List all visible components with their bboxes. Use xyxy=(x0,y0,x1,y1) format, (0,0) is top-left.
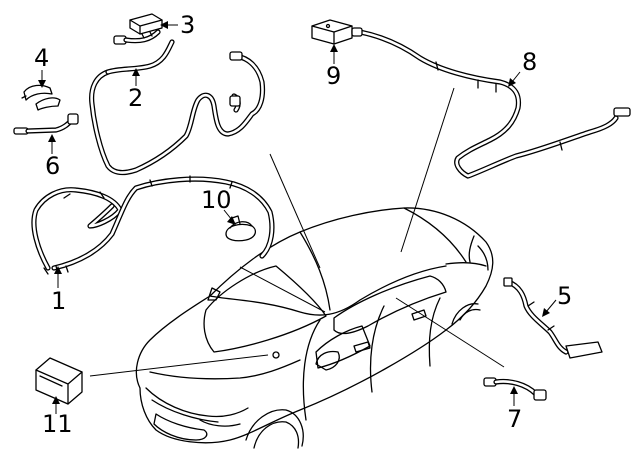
part-4-connector xyxy=(21,84,61,111)
callout-10: 10 xyxy=(201,186,232,214)
leader-lines xyxy=(89,87,505,377)
callout-7: 7 xyxy=(507,405,522,433)
part-2-wiring-harness xyxy=(89,29,266,176)
callout-8: 8 xyxy=(522,48,537,76)
part-3-control-module xyxy=(129,13,163,39)
callout-6: 6 xyxy=(45,152,60,180)
callout-4: 4 xyxy=(34,44,49,72)
callout-3: 3 xyxy=(180,11,195,39)
part-5-antenna-lead xyxy=(503,277,603,359)
part-11-module-box xyxy=(35,357,83,405)
callout-2: 2 xyxy=(128,84,143,112)
callout-5: 5 xyxy=(557,282,572,310)
part-6-lead-cable xyxy=(13,113,79,135)
callout-arrows xyxy=(38,21,557,414)
callout-1: 1 xyxy=(51,287,66,315)
part-8-long-harness xyxy=(351,27,631,179)
callout-11: 11 xyxy=(42,410,73,438)
vehicle-body xyxy=(135,207,494,449)
part-7-short-cable xyxy=(483,377,547,401)
part-10-antenna-base xyxy=(225,215,257,242)
part-1-antenna-cable xyxy=(31,175,275,275)
callout-labels: 1 2 3 4 5 6 7 8 9 10 11 xyxy=(34,11,572,438)
callout-9: 9 xyxy=(326,62,341,90)
